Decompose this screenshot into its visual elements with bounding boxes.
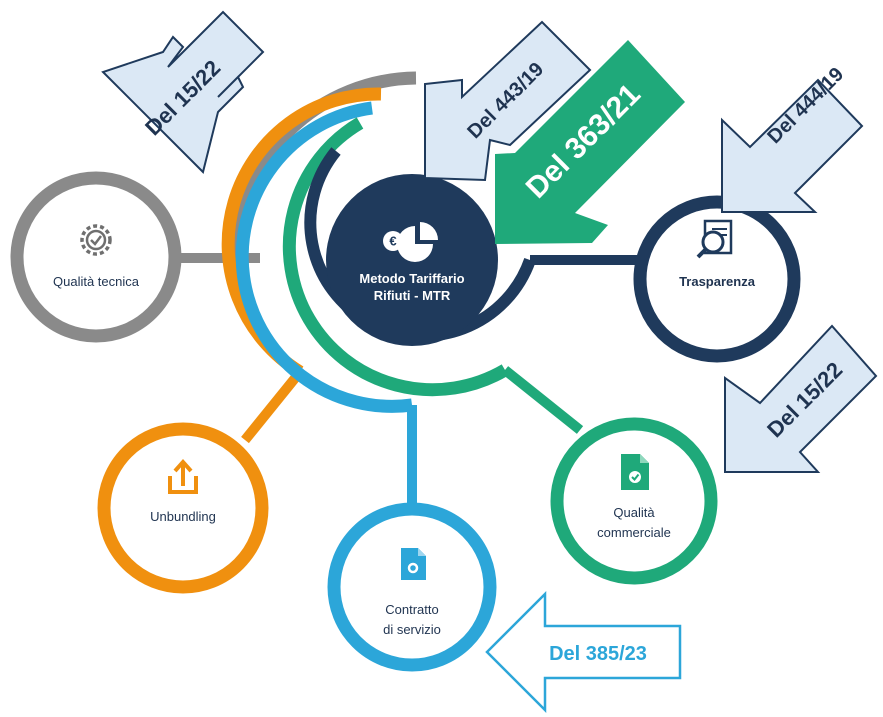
node-label-qualita-commerciale-line1: Qualità xyxy=(613,505,655,520)
document-gear-icon xyxy=(401,548,426,580)
center-title-line2: Rifiuti - MTR xyxy=(374,288,451,303)
upload-box-icon xyxy=(168,458,198,494)
node-unbundling: Unbundling xyxy=(97,422,269,594)
node-qualita-commerciale: Qualità commerciale xyxy=(550,417,718,585)
node-label-unbundling: Unbundling xyxy=(150,509,216,524)
arrow-del-15-22-top: Del 15/22 xyxy=(101,10,265,174)
node-contratto: Contratto di servizio xyxy=(327,502,497,672)
center-title-line1: Metodo Tariffario xyxy=(359,271,464,286)
node-qualita-tecnica: Qualità tecnica xyxy=(10,171,182,343)
arc-blue xyxy=(235,101,413,413)
node-trasparenza: Trasparenza xyxy=(633,195,801,363)
node-label-contratto-line1: Contratto xyxy=(385,602,438,617)
document-check-icon xyxy=(621,454,649,490)
node-label-qualita-tecnica: Qualità tecnica xyxy=(53,274,140,289)
gear-check-icon xyxy=(80,224,112,256)
node-label-qualita-commerciale-line2: commerciale xyxy=(597,525,671,540)
svg-text:€: € xyxy=(389,234,396,249)
node-label-trasparenza: Trasparenza xyxy=(679,274,756,289)
arrow-label-del-385-23: Del 385/23 xyxy=(549,643,647,665)
center-node: € Metodo Tariffario Rifiuti - MTR xyxy=(326,174,498,346)
concentric-arcs xyxy=(221,71,536,413)
arrow-del-444-19: Del 444/19 xyxy=(721,63,864,213)
connector-qualita-commerciale xyxy=(501,366,584,434)
arc-green xyxy=(282,117,509,397)
connector-unbundling xyxy=(241,368,304,444)
node-label-contratto-line2: di servizio xyxy=(383,622,441,637)
arrow-del-385-23: Del 385/23 xyxy=(485,590,682,714)
document-magnifier-icon xyxy=(696,219,733,259)
euro-pie-chart-icon: € xyxy=(383,222,438,262)
